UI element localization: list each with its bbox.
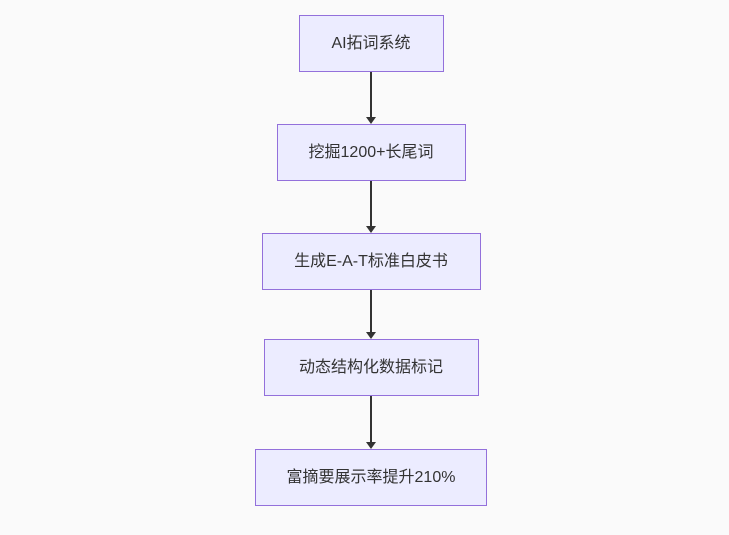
flow-arrow-4 — [366, 396, 376, 449]
flow-node-label: 富摘要展示率提升210% — [286, 468, 456, 486]
flow-node-eat-whitepaper: 生成E-A-T标准白皮书 — [261, 233, 481, 290]
flow-node-structured-data: 动态结构化数据标记 — [263, 339, 479, 396]
arrow-down-icon — [366, 117, 376, 124]
arrow-down-icon — [366, 442, 376, 449]
arrow-line — [370, 290, 372, 332]
flow-arrow-1 — [366, 72, 376, 124]
arrow-line — [370, 181, 372, 226]
flow-arrow-2 — [366, 181, 376, 233]
flow-node-label: 挖掘1200+长尾词 — [308, 143, 434, 161]
flow-node-ai-keyword-system: AI拓词系统 — [298, 15, 444, 72]
arrow-line — [370, 72, 372, 117]
flow-arrow-3 — [366, 290, 376, 339]
flow-node-label: 动态结构化数据标记 — [298, 358, 443, 376]
flow-node-longtail-mining: 挖掘1200+长尾词 — [276, 124, 466, 181]
flowchart: AI拓词系统 挖掘1200+长尾词 生成E-A-T标准白皮书 动态结构化数据标记 — [255, 15, 487, 506]
flow-node-label: 生成E-A-T标准白皮书 — [294, 252, 448, 270]
arrow-down-icon — [366, 226, 376, 233]
arrow-line — [370, 396, 372, 442]
arrow-down-icon — [366, 332, 376, 339]
flow-node-rich-snippet-result: 富摘要展示率提升210% — [255, 449, 487, 506]
flow-node-label: AI拓词系统 — [331, 34, 411, 52]
